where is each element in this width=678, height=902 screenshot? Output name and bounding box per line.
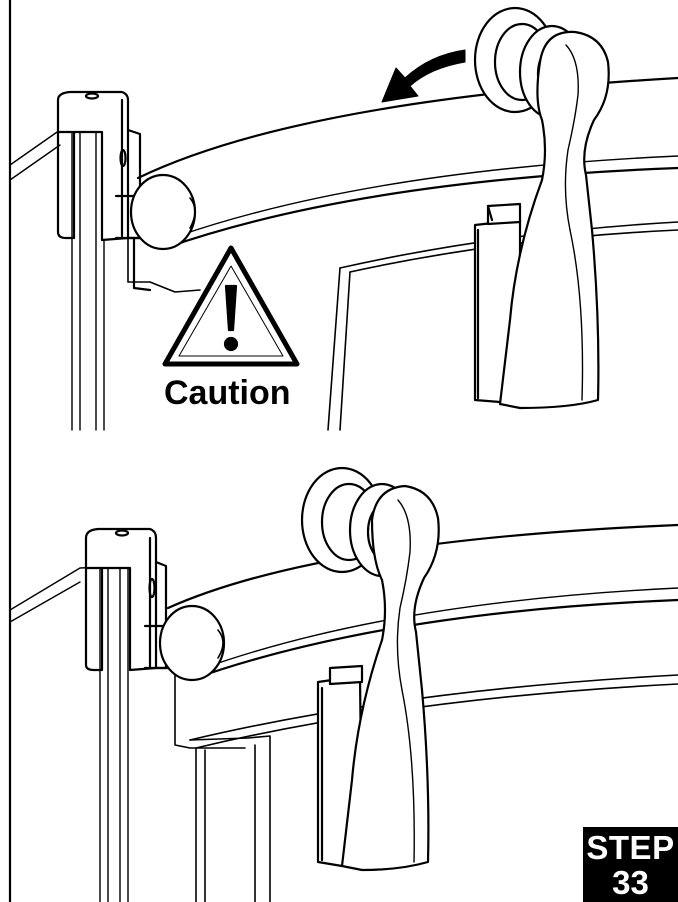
- top-panel: Caution: [9, 6, 678, 431]
- top-curved-rail: [129, 76, 678, 251]
- step-number: 33: [612, 863, 649, 901]
- caution-label: Caution: [164, 374, 291, 412]
- rotate-arrow-icon: [381, 49, 466, 103]
- warning-triangle-icon: [162, 245, 300, 367]
- bottom-glass-panel-left: [9, 565, 131, 902]
- step-badge: STEP 33: [583, 827, 678, 902]
- bottom-panel: [9, 466, 678, 902]
- bottom-roller-assembly: [300, 466, 440, 872]
- top-roller-assembly: [473, 6, 610, 410]
- step-word: STEP: [586, 828, 675, 866]
